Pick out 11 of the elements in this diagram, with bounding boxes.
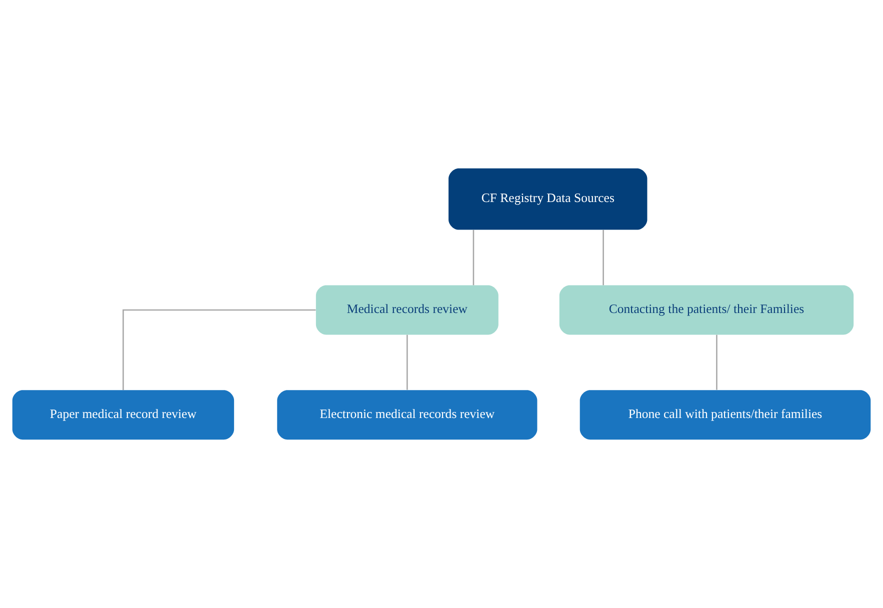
connector: [406, 334, 408, 390]
node-box: Phone call with patients/their families: [580, 390, 871, 440]
node-box: Contacting the patients/ their Families: [559, 285, 854, 335]
connector: [602, 230, 604, 286]
node-box: Paper medical record review: [12, 390, 234, 440]
connector: [472, 230, 474, 286]
node-box: CF Registry Data Sources: [448, 168, 648, 230]
connector: [716, 334, 718, 390]
connector: [122, 309, 316, 390]
node-box: Medical records review: [316, 285, 498, 335]
node-box: Electronic medical records review: [277, 390, 538, 440]
